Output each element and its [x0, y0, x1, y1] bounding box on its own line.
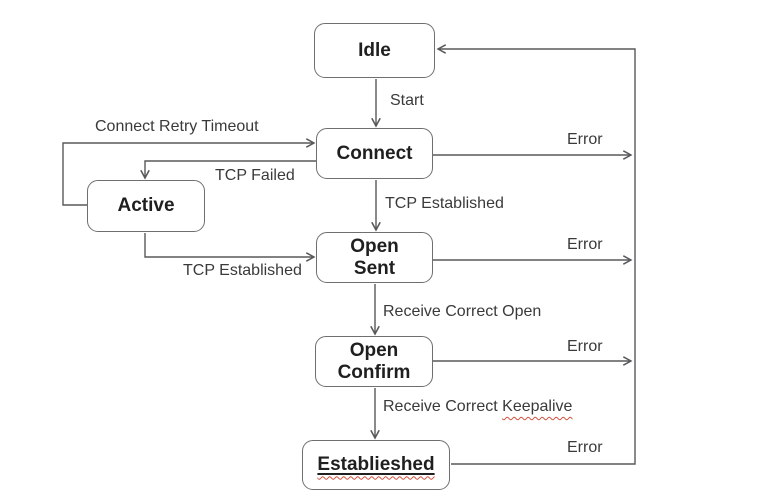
- edge-connect-to-active-tcp-failed: [140, 160, 316, 180]
- label-receive-correct-keepalive-prefix: Receive Correct: [383, 398, 503, 415]
- state-established-label: Establieshed: [317, 454, 435, 476]
- state-open-confirm: Open Confirm: [315, 336, 433, 387]
- label-tcp-failed: TCP Failed: [215, 167, 295, 185]
- label-tcp-established-lower: TCP Established: [183, 262, 302, 280]
- label-keepalive-word-spellchecked: Keepalive: [502, 398, 573, 415]
- edge-active-to-open-sent: [144, 233, 316, 262]
- label-start: Start: [390, 92, 424, 110]
- label-error-open-sent: Error: [567, 236, 603, 254]
- state-idle: Idle: [314, 23, 435, 78]
- established-spellcheck-squiggle: Establieshed: [317, 454, 434, 475]
- label-error-established: Error: [567, 439, 603, 457]
- state-connect: Connect: [316, 128, 433, 179]
- label-error-open-confirm: Error: [567, 338, 603, 356]
- label-error-connect: Error: [567, 131, 603, 149]
- state-open-sent: Open Sent: [316, 232, 433, 283]
- edge-active-to-connect-retry: [62, 138, 316, 206]
- label-receive-correct-keepalive: Receive Correct Keepalive: [383, 398, 573, 416]
- state-active: Active: [87, 180, 205, 232]
- state-established: Establieshed: [302, 440, 450, 490]
- label-connect-retry-timeout: Connect Retry Timeout: [95, 118, 259, 136]
- edge-established-error-to-idle: [436, 44, 636, 465]
- label-receive-correct-open: Receive Correct Open: [383, 303, 542, 321]
- label-tcp-established-upper: TCP Established: [385, 195, 504, 213]
